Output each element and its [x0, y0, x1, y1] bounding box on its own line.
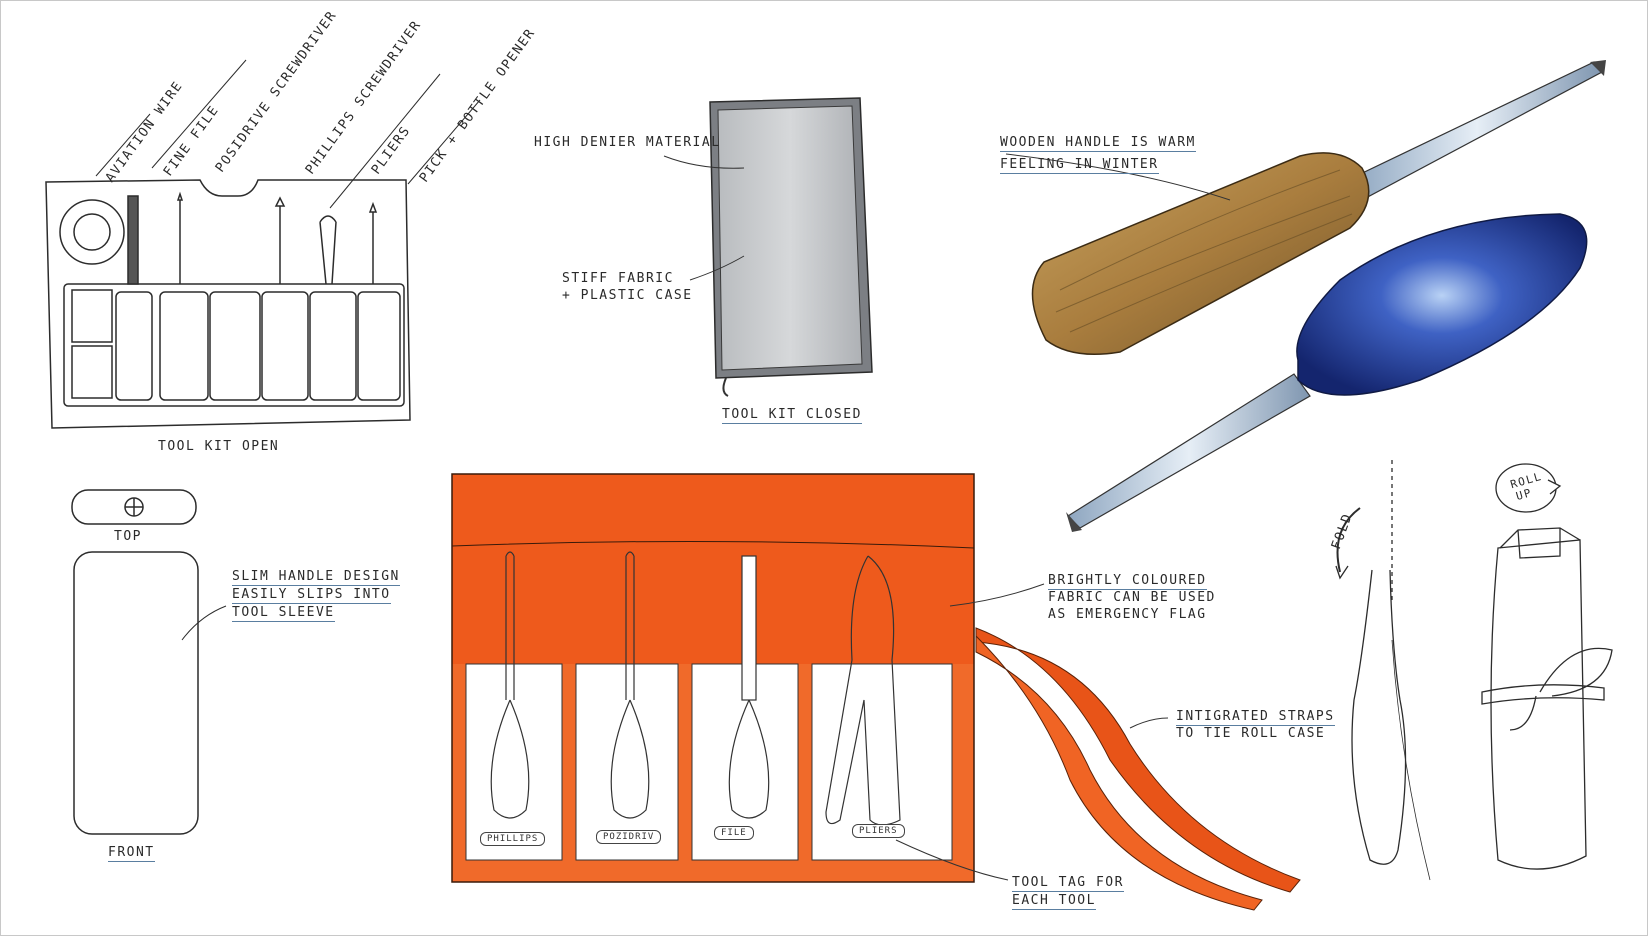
- blue-screwdriver-sketch: [1066, 213, 1588, 532]
- kit-open-caption: TOOL KIT OPEN: [158, 439, 280, 454]
- tool-kit-open-sketch: [45, 59, 481, 429]
- tool-tag-pozidriv: POZIDRIV: [596, 830, 662, 844]
- straps-label-1: INTIGRATED STRAPS: [1176, 709, 1335, 726]
- flag-label-3: AS EMERGENCY FLAG: [1048, 607, 1207, 622]
- slim-label-3: TOOL SLEEVE: [232, 605, 335, 622]
- fabric-label-2: + PLASTIC CASE: [562, 288, 693, 303]
- tag-label-1: TOOL TAG FOR: [1012, 875, 1124, 892]
- fabric-label-1: STIFF FABRIC: [562, 271, 674, 286]
- tag-label-2: EACH TOOL: [1012, 893, 1096, 910]
- wood-label-1: WOODEN HANDLE IS WARM: [1000, 135, 1196, 152]
- tool-kit-closed-sketch: [663, 97, 873, 397]
- tool-tag-phillips: PHILLIPS: [480, 832, 546, 846]
- flag-label-1: BRIGHTLY COLOURED: [1048, 573, 1207, 590]
- wood-label-2: FEELING IN WINTER: [1000, 157, 1159, 174]
- material-label: HIGH DENIER MATERIAL: [534, 135, 721, 150]
- straps-label-2: TO TIE ROLL CASE: [1176, 726, 1326, 741]
- slim-label-1: SLIM HANDLE DESIGN: [232, 569, 400, 586]
- front-caption: FRONT: [108, 845, 155, 862]
- slim-handle-sketch: [71, 489, 227, 835]
- slim-label-2: EASILY SLIPS INTO: [232, 587, 391, 604]
- kit-closed-caption: TOOL KIT CLOSED: [722, 407, 862, 424]
- flag-label-2: FABRIC CAN BE USED: [1048, 590, 1216, 605]
- fold-roll-sketch: [1335, 460, 1613, 881]
- top-caption: TOP: [114, 529, 142, 544]
- wooden-screwdriver-sketch: [1005, 60, 1606, 355]
- roll-case-sketch: [451, 473, 1301, 911]
- tool-tag-file: FILE: [714, 826, 754, 840]
- tool-tag-pliers: PLIERS: [852, 824, 905, 838]
